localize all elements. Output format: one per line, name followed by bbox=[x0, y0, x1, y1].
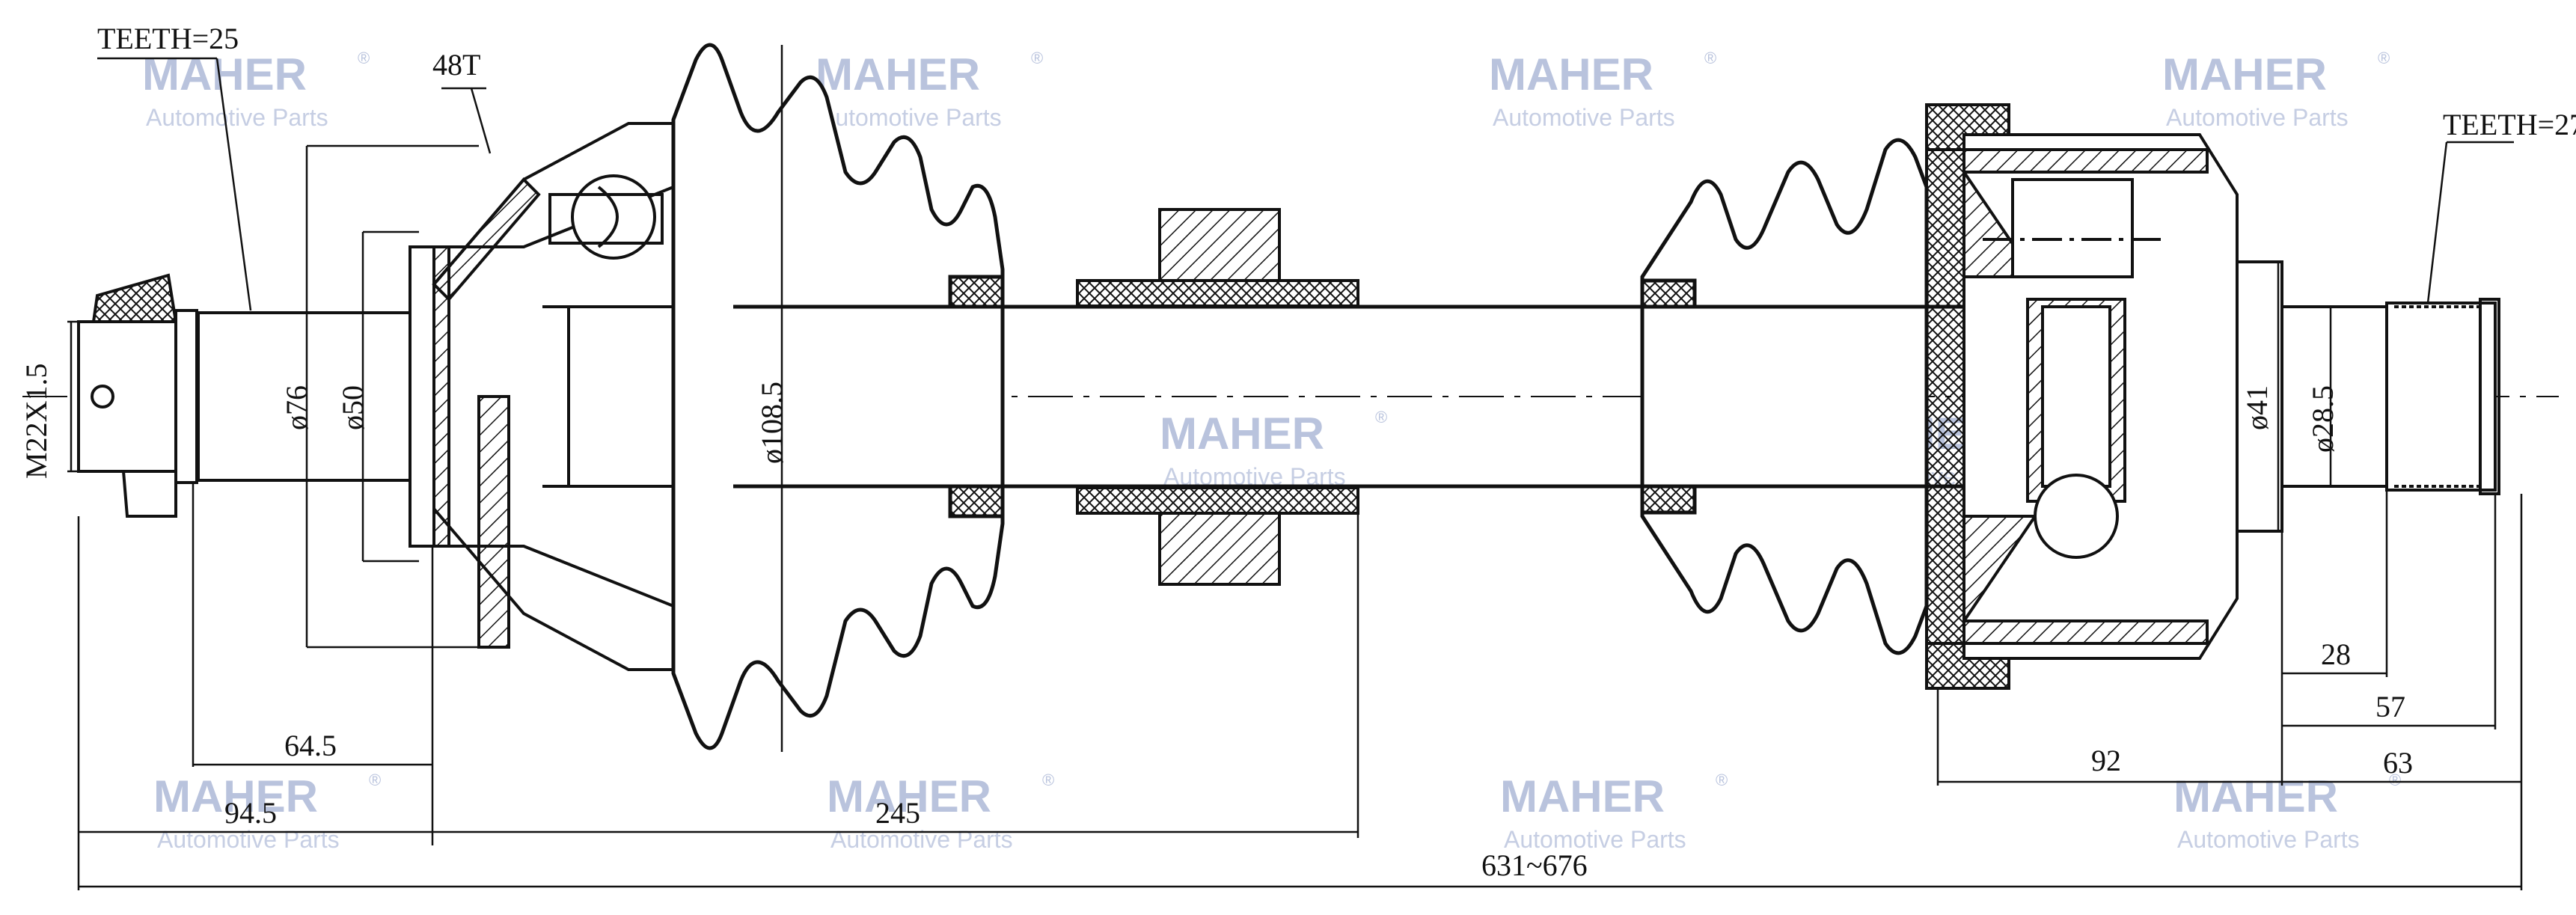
watermark-reg: ® bbox=[1042, 771, 1054, 789]
dim-92: 92 bbox=[2091, 744, 2121, 777]
watermark: MAHER ® Automotive Parts bbox=[827, 771, 1054, 853]
dim-d108-5: ø108.5 bbox=[755, 382, 789, 464]
abs-ring-label: 48T bbox=[432, 48, 480, 82]
watermark-reg: ® bbox=[1704, 49, 1716, 67]
watermark-subtitle: Automotive Parts bbox=[146, 104, 328, 131]
dim-64-5: 64.5 bbox=[284, 729, 337, 762]
dimension-lines bbox=[67, 45, 2523, 890]
dim-245: 245 bbox=[875, 796, 920, 830]
watermark-subtitle: Automotive Parts bbox=[830, 826, 1013, 853]
watermark-brand: MAHER bbox=[1489, 49, 1653, 100]
dim-d41: ø41 bbox=[2240, 385, 2274, 430]
watermark-reg: ® bbox=[2378, 49, 2390, 67]
watermark-brand: MAHER bbox=[1160, 408, 1324, 459]
dim-57: 57 bbox=[2375, 690, 2405, 723]
dim-28: 28 bbox=[2321, 637, 2351, 671]
watermark-subtitle: Automotive Parts bbox=[2177, 826, 2360, 853]
watermark: MAHER ® Automotive Parts bbox=[2162, 49, 2390, 131]
watermark-subtitle: Automotive Parts bbox=[157, 826, 340, 853]
dim-total-length: 631~676 bbox=[1481, 848, 1588, 882]
dim-d76: ø76 bbox=[280, 385, 313, 430]
watermark-brand: MAHER bbox=[816, 49, 980, 100]
watermark: MAHER ® Automotive Parts bbox=[2173, 771, 2401, 853]
watermark: MAHER ® Automotive Parts bbox=[142, 49, 370, 131]
inner-boot bbox=[1640, 138, 1983, 655]
watermark-reg: ® bbox=[1031, 49, 1043, 67]
thread-label: M22X1.5 bbox=[19, 364, 53, 479]
watermark-reg: ® bbox=[369, 771, 381, 789]
watermark: MAHER ® Automotive Parts bbox=[1489, 49, 1716, 131]
dim-94-5: 94.5 bbox=[224, 796, 277, 830]
watermark: MAHER ® Automotive Parts bbox=[816, 49, 1043, 131]
watermark-brand: MAHER bbox=[1500, 771, 1665, 821]
watermark-brand: MAHER bbox=[142, 49, 307, 100]
watermark-subtitle: Automotive Parts bbox=[819, 104, 1002, 131]
watermark-subtitle: Automotive Parts bbox=[1504, 826, 1686, 853]
watermark-brand: MAHER bbox=[827, 771, 991, 821]
dim-d28-5: ø28.5 bbox=[2306, 385, 2340, 453]
watermark: MAHER ® Automotive Parts bbox=[1160, 408, 1387, 490]
outer-boot bbox=[671, 43, 1005, 750]
watermark-brand: MAHER bbox=[2173, 771, 2338, 821]
watermark-reg: ® bbox=[358, 49, 370, 67]
watermark-reg: ® bbox=[2389, 771, 2401, 789]
watermark-subtitle: Automotive Parts bbox=[1493, 104, 1675, 131]
watermark: MAHER ® Automotive Parts bbox=[153, 771, 381, 853]
teeth-left-label: TEETH=25 bbox=[97, 22, 239, 55]
outer-cv-joint bbox=[77, 122, 675, 671]
dim-63: 63 bbox=[2383, 746, 2413, 780]
watermark-reg: ® bbox=[1716, 771, 1728, 789]
teeth-right-label: TEETH=27 bbox=[2443, 108, 2576, 141]
inner-tripod-joint bbox=[1925, 103, 2500, 690]
damper-weight bbox=[1076, 208, 1359, 586]
watermark-brand: MAHER bbox=[153, 771, 318, 821]
watermark: MAHER ® Automotive Parts bbox=[1500, 771, 1728, 853]
watermark-reg: ® bbox=[1375, 408, 1387, 426]
dim-d50: ø50 bbox=[336, 385, 370, 430]
watermark-brand: MAHER bbox=[2162, 49, 2327, 100]
annotations: TEETH=25 48T TEETH=27 M22X1.5 ø76 ø50 ø1… bbox=[19, 22, 2576, 882]
watermark-subtitle: Automotive Parts bbox=[2166, 104, 2349, 131]
